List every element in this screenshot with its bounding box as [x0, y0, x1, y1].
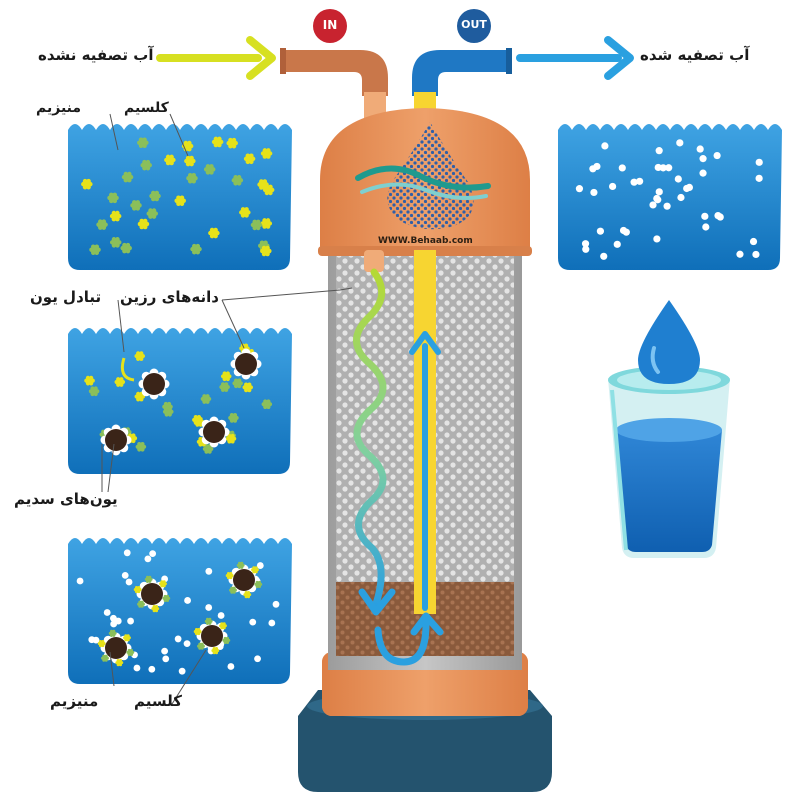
leader-lines	[101, 113, 353, 705]
upflow-arrow	[409, 331, 441, 611]
calcium-label-bottom: کلسیم	[134, 692, 182, 710]
untreated-water-panel	[68, 124, 292, 270]
calcium-label-top: کلسیم	[124, 100, 169, 116]
u-turn-arrow	[374, 612, 444, 666]
water-glass	[608, 366, 730, 558]
in-badge	[313, 9, 347, 43]
magnesium-label-bottom: منیزیم	[50, 692, 99, 710]
downflow-arrow	[353, 268, 396, 616]
untreated-water-arrow	[156, 36, 276, 80]
untreated-water-label: آب تصفیه نشده	[38, 46, 154, 64]
treated-water-arrow	[516, 36, 634, 80]
in-label: IN	[322, 18, 338, 32]
treated-water-panel	[558, 124, 782, 270]
out-label: OUT	[461, 18, 487, 31]
website-label: WWW.Behaab.com	[378, 236, 473, 246]
ion-exchange-label: تبادل یون	[30, 288, 102, 306]
magnesium-label-top: منیزیم	[36, 100, 82, 116]
resin-beads-label: دانه‌های رزین	[120, 288, 219, 306]
treated-water-label: آب تصفیه شده	[640, 46, 750, 64]
sodium-ions-label: یون‌های سدیم	[14, 490, 118, 508]
spent-resin-panel	[68, 538, 292, 684]
water-drop-icon	[638, 300, 700, 384]
out-badge	[457, 9, 491, 43]
